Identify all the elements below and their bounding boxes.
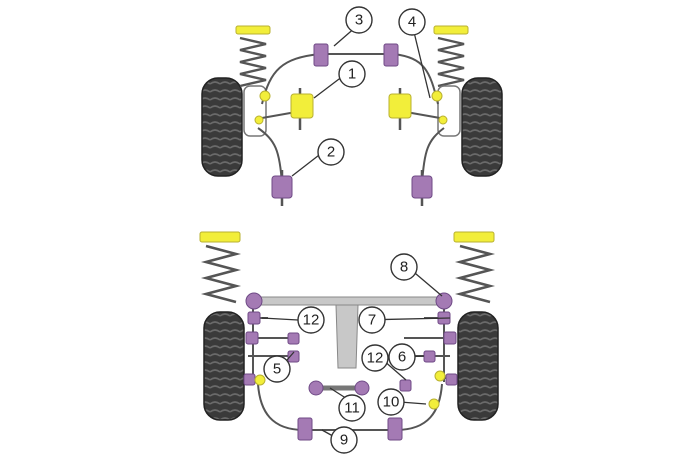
front-left-droplink-bush [259, 90, 271, 102]
front-left-lower-bush [254, 115, 264, 125]
rear-left-link-bush-a [247, 311, 261, 325]
leader-lines [261, 25, 451, 441]
rear-right-tyre [457, 311, 499, 421]
front-right-rear-bush [411, 170, 433, 206]
callout-9: 9 [330, 426, 358, 454]
rear-left-spring [199, 231, 242, 304]
callout-1-label: 1 [348, 66, 356, 83]
rear-left-link-bush-d [287, 350, 300, 363]
rear-right-link-bush-d [423, 350, 436, 363]
rear-right-upper-mount-bush [435, 292, 453, 310]
callout-6-label: 6 [398, 349, 406, 366]
front-right-spring [433, 25, 469, 88]
rear-right-link-bush-e [445, 373, 458, 386]
front-left-tyre [201, 77, 243, 177]
rear-left-upper-mount-bush [245, 292, 263, 310]
callout-8-label: 8 [400, 259, 408, 276]
callout-12-right: 12 [361, 344, 389, 372]
front-left-rear-bush [271, 170, 293, 206]
front-left-wishbone-bush [290, 88, 314, 130]
callout-8: 8 [390, 253, 418, 281]
callout-10: 10 [377, 388, 405, 416]
rear-right-droplink-bush [434, 370, 446, 382]
rear-left-tyre [203, 311, 245, 421]
rear-right-link-bush-b [443, 331, 457, 345]
rear-suspension [199, 231, 499, 441]
rear-left-droplink-bush [254, 374, 266, 386]
callout-6: 6 [388, 343, 416, 371]
callout-7-label: 7 [368, 312, 376, 329]
rear-left-link-bush-c [287, 332, 300, 345]
front-suspension [201, 25, 503, 206]
front-right-tyre [461, 77, 503, 177]
callout-11-label: 11 [344, 400, 360, 417]
front-left-spring [235, 25, 271, 88]
rear-centre-link-bush-left [308, 380, 324, 396]
rear-crossmember [255, 296, 443, 306]
rear-right-spring [453, 231, 496, 304]
callout-4: 4 [398, 8, 426, 36]
callout-1: 1 [338, 60, 366, 88]
rear-left-arb-bush [297, 417, 313, 441]
front-right-lower-bush [438, 115, 448, 125]
front-right-droplink-bush [431, 90, 443, 102]
callout-3-label: 3 [355, 12, 363, 29]
rear-right-arb-bush [387, 417, 403, 441]
front-left-arb-bush [313, 43, 329, 67]
front-right-wishbone-bush [388, 88, 412, 130]
callout-3: 3 [345, 6, 373, 34]
callout-12-left: 12 [297, 306, 325, 334]
callout-5: 5 [263, 355, 291, 383]
callout-10-label: 10 [383, 394, 400, 411]
rear-centre-mount [335, 304, 359, 369]
rear-left-link-bush-e [243, 373, 256, 386]
rear-right-link-bush-f [399, 379, 412, 392]
callout-12-left-label: 12 [303, 312, 320, 329]
callout-11: 11 [338, 394, 366, 422]
callout-2: 2 [317, 138, 345, 166]
callout-5-label: 5 [273, 361, 281, 378]
callout-12-right-label: 12 [367, 350, 384, 367]
callout-9-label: 9 [340, 432, 348, 449]
rear-centre-link-bush-right [354, 380, 370, 396]
callout-7: 7 [358, 306, 386, 334]
rear-right-arb-end-bush [428, 398, 440, 410]
callout-4-label: 4 [408, 14, 416, 31]
front-right-arb-bush [383, 43, 399, 67]
callout-2-label: 2 [327, 144, 335, 161]
rear-left-link-bush-b [245, 331, 259, 345]
